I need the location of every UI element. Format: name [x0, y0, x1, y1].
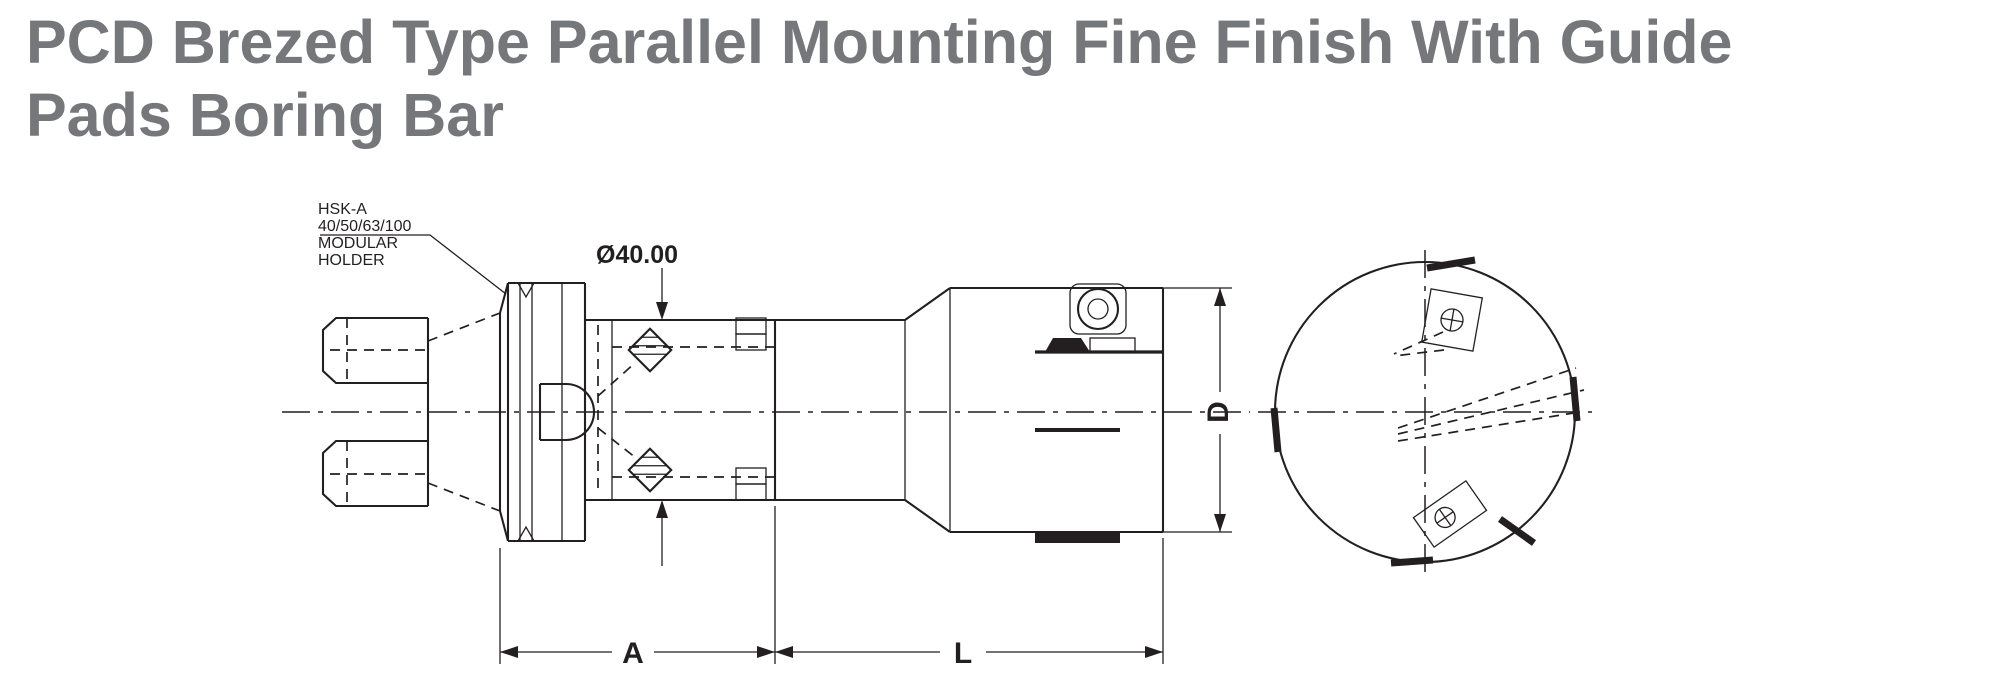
- cutter-insert-top: [627, 327, 673, 373]
- insert-pocket: [1035, 337, 1163, 354]
- flange: [498, 281, 596, 543]
- hsk-fork: [321, 316, 430, 508]
- dimension-a-label: A: [622, 637, 644, 670]
- end-view-edge-dash1: [1393, 331, 1444, 355]
- clamp-screw: [1069, 283, 1127, 335]
- coolant-dome: [540, 382, 596, 442]
- cutter-tick-right: [1569, 376, 1581, 422]
- leader-line: [320, 234, 507, 295]
- end-view-pad-bottom: [1412, 479, 1488, 549]
- dimension-d: D: [1163, 287, 1235, 533]
- page-title-line1: PCD Brezed Type Parallel Mounting Fine F…: [26, 8, 1733, 76]
- boring-head: [949, 283, 1165, 543]
- page-title: PCD Brezed Type Parallel Mounting Fine F…: [26, 6, 1986, 152]
- end-view-edge-dash4: [1397, 389, 1585, 435]
- dimension-a: A: [499, 506, 776, 670]
- diameter-label: Ø40.00: [596, 241, 678, 269]
- holder-label-line2: 40/50/63/100: [318, 218, 412, 235]
- holder-label-line3: MODULAR: [318, 235, 398, 252]
- end-view-edge-dash5: [1397, 411, 1581, 442]
- diameter-callout: Ø40.00: [596, 241, 678, 566]
- bottom-guide-pad: [1035, 533, 1120, 543]
- hsk-taper: [427, 312, 501, 512]
- dimension-l-label: L: [954, 637, 972, 670]
- mid-body: [775, 287, 951, 533]
- holder-label: HSK-A 40/50/63/100 MODULAR HOLDER: [318, 201, 507, 295]
- cutter-tick-left: [1270, 407, 1282, 453]
- holder-label-line4: HOLDER: [318, 252, 385, 269]
- dimension-l: L: [775, 538, 1164, 670]
- page-title-line2: Pads Boring Bar: [26, 81, 504, 149]
- end-view-edge-dash3: [1397, 367, 1577, 429]
- front-body: [585, 318, 777, 502]
- cutter-tick-bottom-right: [1497, 516, 1537, 546]
- end-view-screw-top: [1420, 288, 1484, 352]
- cutter-insert-bottom: [627, 447, 673, 493]
- dimension-d-label: D: [1202, 401, 1235, 423]
- end-view: [1258, 250, 1592, 578]
- guide-pads-bottom: [735, 467, 767, 501]
- cutter-tick-bottom: [1390, 556, 1434, 567]
- cutter-tick-top: [1426, 256, 1476, 272]
- holder-label-line1: HSK-A: [318, 201, 367, 218]
- end-view-edge-dash2: [1393, 349, 1445, 357]
- guide-pads-top: [735, 317, 767, 351]
